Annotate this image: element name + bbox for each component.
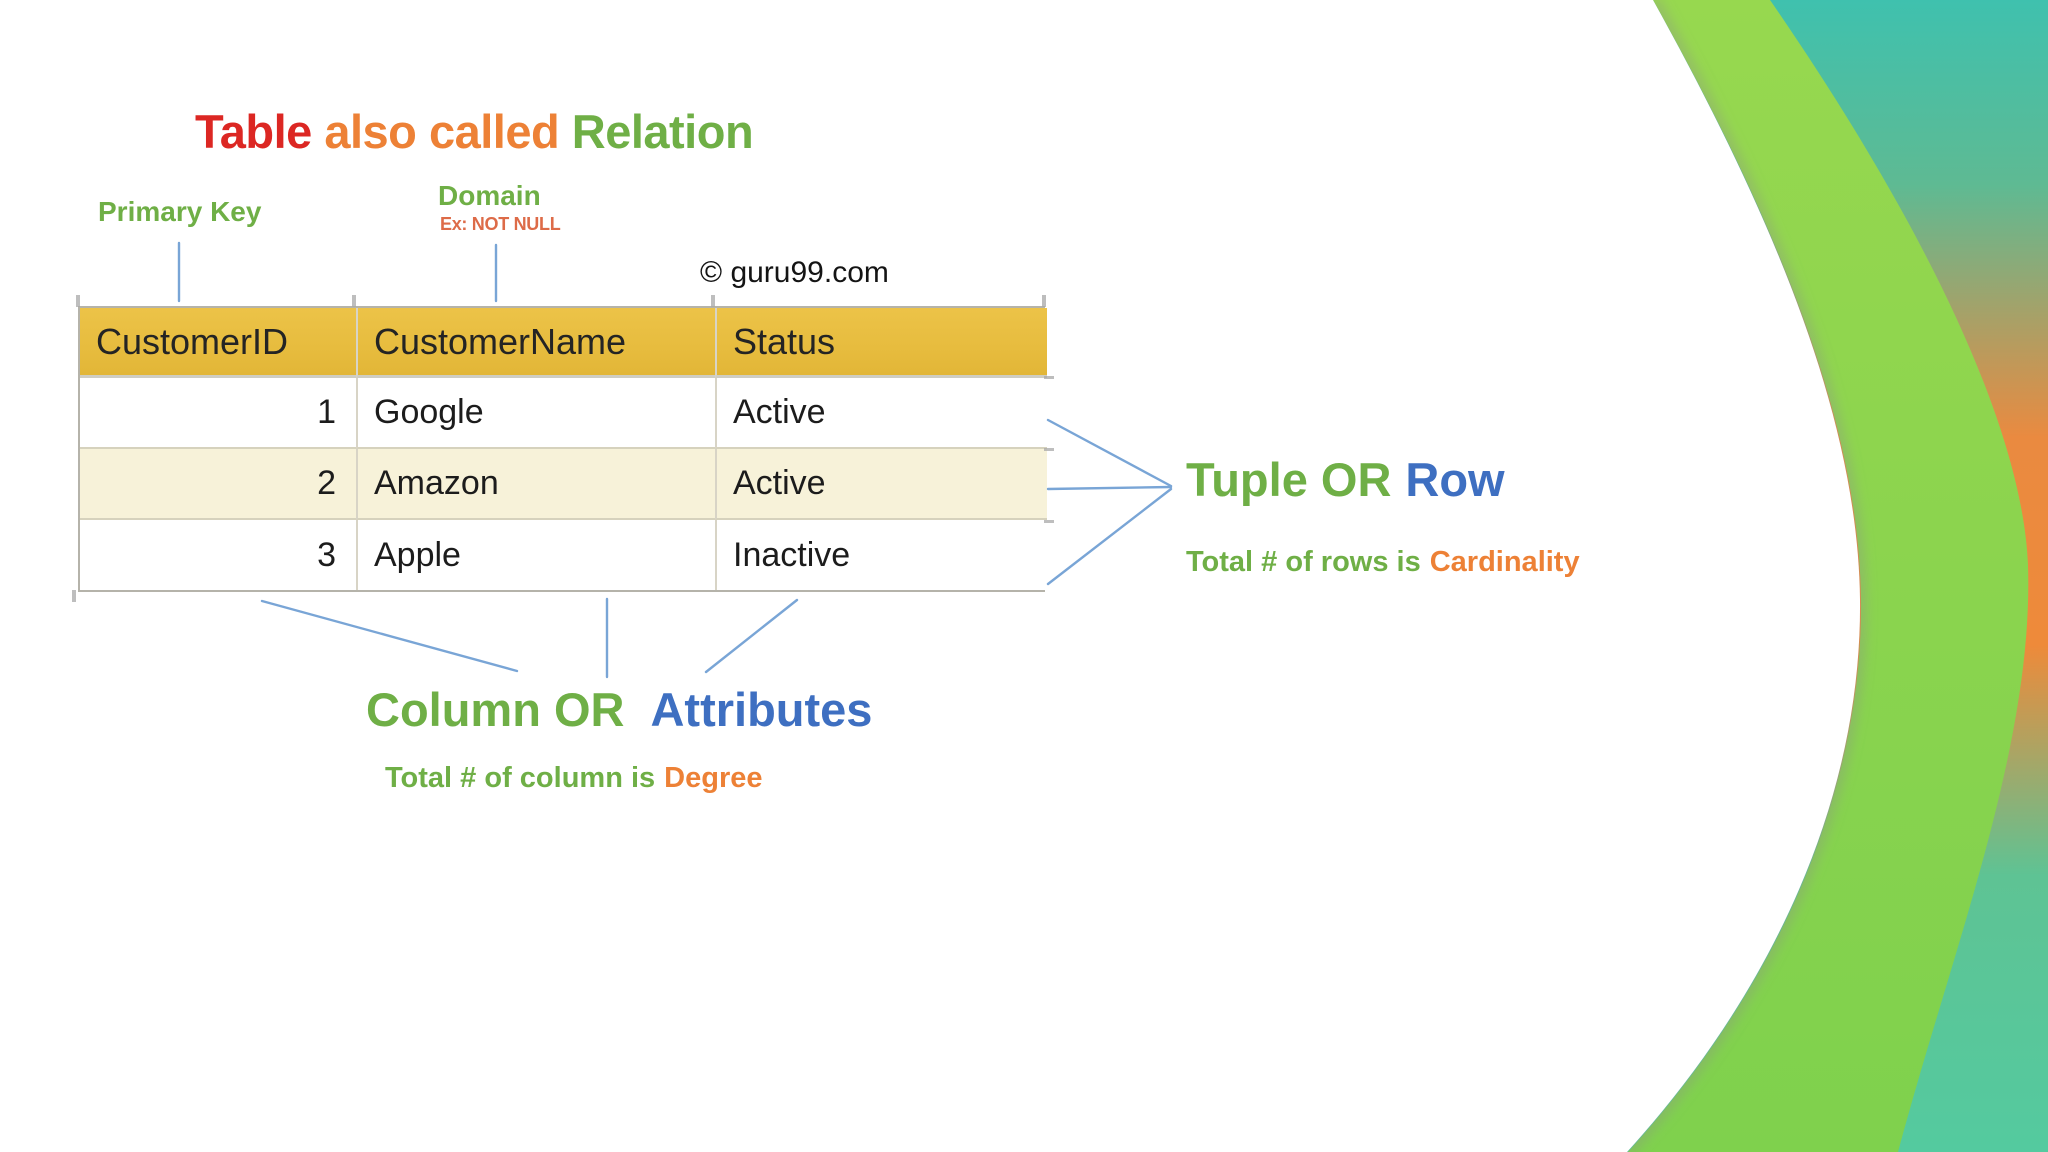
- table-cell-name: Amazon: [356, 449, 715, 520]
- table-cell-status: Active: [715, 378, 1047, 449]
- column-or-text: Column OR: [366, 683, 625, 736]
- attributes-text: Attributes: [650, 683, 873, 736]
- title-words-also-called: also called: [311, 105, 572, 158]
- table-cell-id: 3: [80, 520, 356, 590]
- table-cell-id: 1: [80, 378, 356, 449]
- table-cell-id: 2: [80, 449, 356, 520]
- header-customerid: CustomerID: [80, 308, 356, 378]
- title-word-table: Table: [195, 105, 312, 158]
- primary-key-label: Primary Key: [98, 196, 262, 227]
- cardinality-term: Cardinality: [1429, 546, 1580, 578]
- header-status: Status: [715, 308, 1047, 378]
- header-customername: CustomerName: [356, 308, 715, 378]
- customer-table: CustomerID CustomerName Status 1 Google …: [78, 306, 1047, 592]
- table-cell-name: Apple: [356, 520, 715, 590]
- green-curve-band: [1628, 0, 2029, 1152]
- table-cell-status: Inactive: [715, 520, 1047, 590]
- degree-term: Degree: [664, 762, 763, 794]
- tuple-pointer-line-row1: [1046, 418, 1173, 488]
- degree-prefix: Total # of column is: [385, 762, 656, 794]
- column-attributes-label: Column OR Attributes: [366, 682, 872, 737]
- row-text: Row: [1405, 453, 1505, 506]
- tuple-pointer-line-row3: [1046, 487, 1173, 586]
- copyright-text: © guru99.com: [700, 256, 889, 289]
- title-word-relation: Relation: [571, 105, 754, 158]
- domain-example-label: Ex: NOT NULL: [440, 214, 561, 234]
- column-pointer-line-col3: [704, 598, 799, 674]
- domain-label: Domain: [438, 180, 541, 211]
- tuple-or-text: Tuple OR: [1186, 453, 1392, 506]
- cardinality-prefix: Total # of rows is: [1186, 546, 1421, 578]
- page-title: Table also called Relation: [195, 104, 754, 159]
- tuple-pointer-line-row2: [1046, 485, 1173, 491]
- table-cell-status: Active: [715, 449, 1047, 520]
- column-pointer-line-col1: [260, 599, 519, 673]
- selection-tick-marks: [72, 295, 1054, 602]
- table-cell-name: Google: [356, 378, 715, 449]
